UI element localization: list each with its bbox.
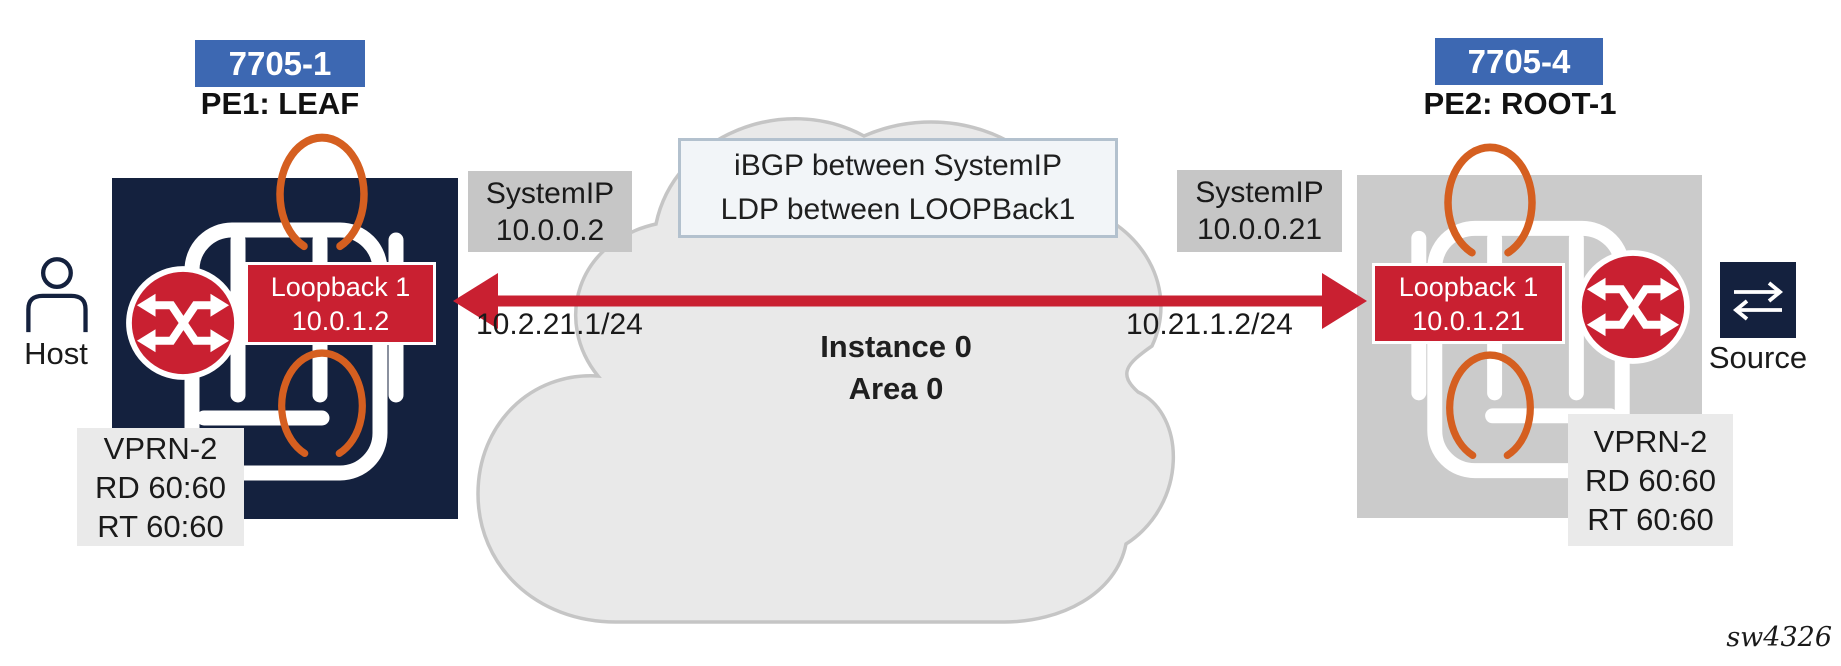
pe2-router-icon — [1576, 250, 1690, 364]
host-icon — [26, 257, 88, 333]
pe1-router-icon — [126, 266, 240, 380]
host-label: Host — [24, 336, 88, 371]
pe2-vprn-rt: RT 60:60 — [1587, 501, 1714, 537]
pe1-vprn-badge: VPRN-2 RD 60:60 RT 60:60 — [77, 428, 244, 546]
protocol-note-line2: LDP between LOOPBack1 — [720, 193, 1076, 226]
core-cloud-icon — [476, 117, 1176, 624]
pe2-loop-bottom-icon — [1446, 351, 1534, 460]
pe1-systemip-badge: SystemIP 10.0.0.2 — [468, 171, 632, 252]
source-label: Source — [1708, 340, 1808, 375]
area-label: Area 0 — [848, 371, 944, 406]
transfer-arrows-icon — [1732, 281, 1784, 321]
pe2-systemip-label: SystemIP — [1195, 176, 1324, 209]
pe1-loopback-badge: Loopback 1 10.0.1.2 — [245, 262, 436, 345]
link-arrowhead-left — [453, 273, 498, 329]
pe1-loop-top-icon — [276, 133, 368, 251]
pe1-loopback-name: Loopback 1 — [270, 271, 411, 302]
pe2-loopback-name: Loopback 1 — [1398, 271, 1539, 302]
protocol-note: iBGP between SystemIP LDP between LOOPBa… — [678, 138, 1118, 238]
pe2-vprn-badge: VPRN-2 RD 60:60 RT 60:60 — [1568, 414, 1733, 546]
pe1-systemip-value: 10.0.0.2 — [495, 213, 605, 247]
pe2-vprn-rd: RD 60:60 — [1585, 462, 1716, 498]
pe1-loop-bottom-icon — [278, 349, 366, 458]
figure-id-watermark: sw4326 — [1726, 622, 1832, 653]
link-ip-left-label: 10.2.21.1/24 — [476, 308, 643, 341]
pe1-model-badge: 7705-1 — [195, 40, 365, 87]
link-arrow — [453, 273, 1367, 329]
pe2-role-label: PE2: ROOT-1 — [1423, 86, 1617, 121]
source-icon — [1720, 262, 1796, 338]
pe2-loopback-badge: Loopback 1 10.0.1.21 — [1372, 263, 1565, 344]
pe2-loop-top-icon — [1444, 143, 1536, 257]
link-ip-right-label: 10.21.1.2/24 — [1126, 308, 1293, 341]
pe1-systemip-label: SystemIP — [485, 176, 615, 210]
pe2-loopback-ip: 10.0.1.21 — [1412, 305, 1525, 336]
instance-label: Instance 0 — [820, 329, 972, 364]
protocol-note-line1: iBGP between SystemIP — [734, 149, 1062, 182]
pe1-vprn-name: VPRN-2 — [103, 430, 218, 466]
pe1-role-label: PE1: LEAF — [200, 86, 360, 121]
pe1-loopback-ip: 10.0.1.2 — [291, 305, 390, 336]
pe1-vprn-rd: RD 60:60 — [95, 469, 226, 505]
pe2-systemip-value: 10.0.0.21 — [1196, 213, 1323, 246]
pe2-systemip-badge: SystemIP 10.0.0.21 — [1177, 170, 1342, 252]
pe2-vprn-name: VPRN-2 — [1593, 423, 1708, 459]
link-arrowhead-right — [1322, 273, 1367, 329]
pe1-vprn-rt: RT 60:60 — [97, 508, 224, 544]
pe2-model-badge: 7705-4 — [1435, 38, 1603, 85]
instance-area-label: Instance 0 Area 0 — [770, 326, 1022, 410]
